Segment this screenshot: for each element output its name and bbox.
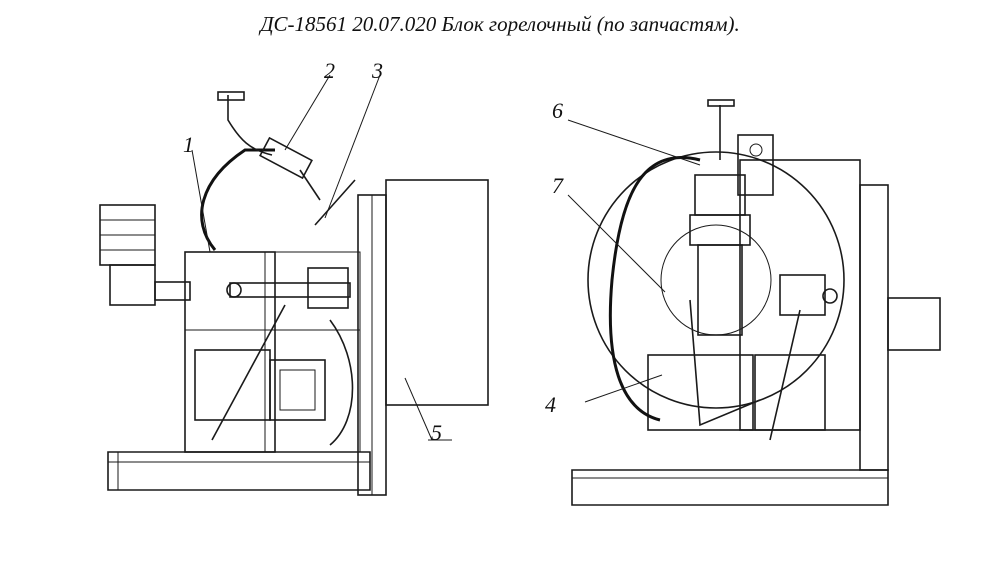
callout-3: 3 [371,58,383,83]
leader-7 [567,194,666,293]
leader-3 [324,74,381,219]
side-view [99,74,489,496]
callout-2: 2 [324,58,335,83]
callout-6: 6 [552,98,563,123]
callout-7: 7 [552,173,564,198]
callout-5: 5 [431,420,442,445]
leader-5 [404,377,433,441]
leader-4 [584,374,663,403]
drawing-title: ДС-18561 20.07.020 Блок горелочный (по з… [260,12,740,36]
leader-6 [567,119,701,166]
callout-4: 4 [545,392,556,417]
front-view [567,99,941,506]
leader-1 [191,149,211,253]
leader-2 [284,74,331,151]
callout-1: 1 [183,132,194,157]
